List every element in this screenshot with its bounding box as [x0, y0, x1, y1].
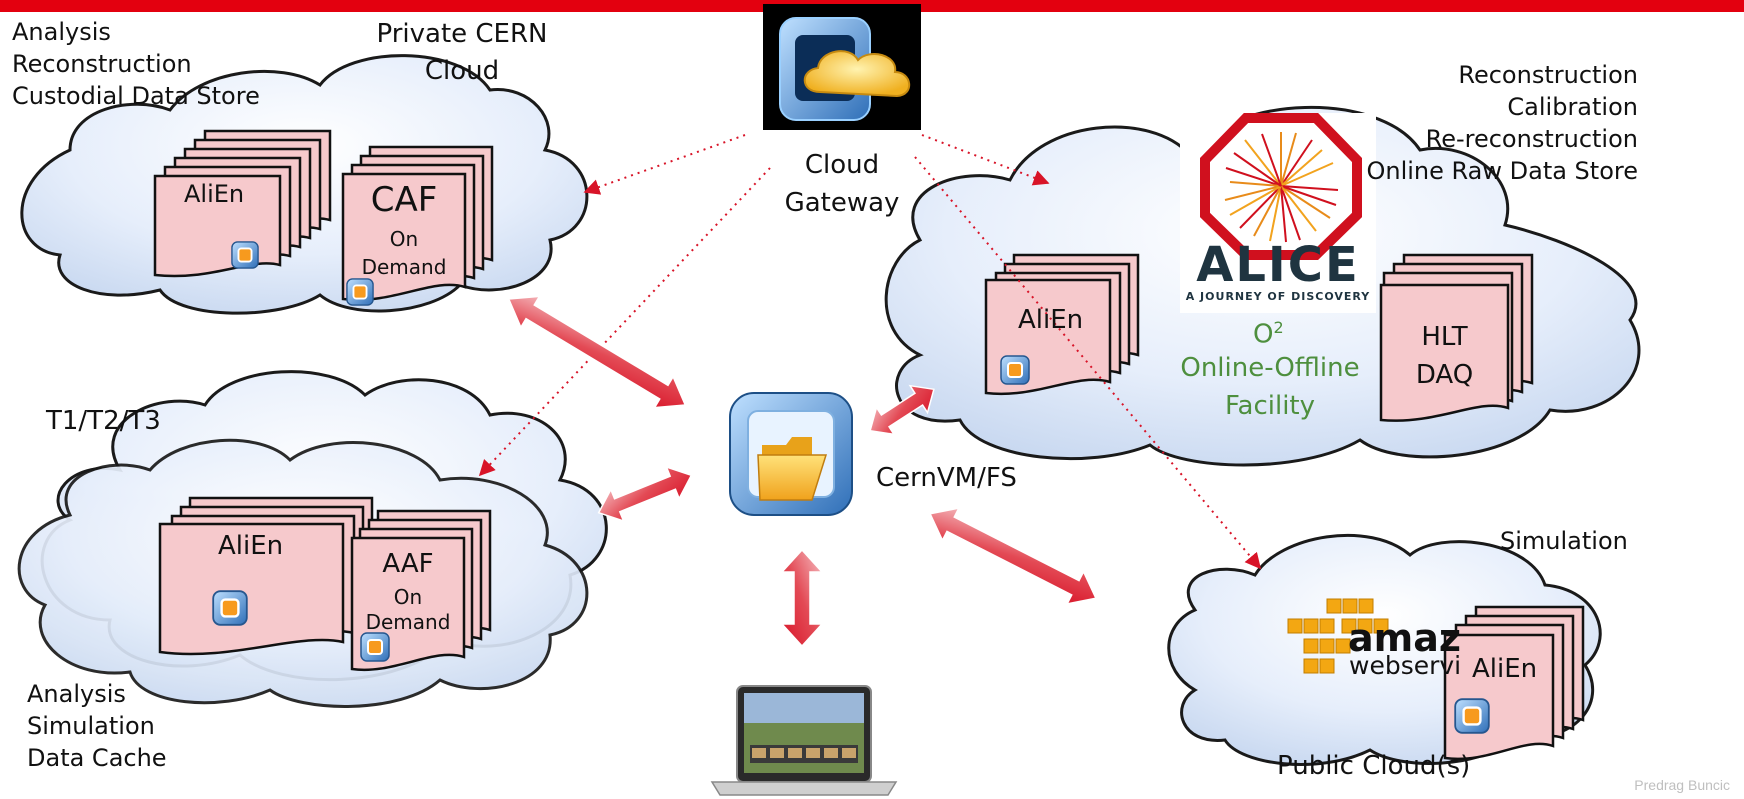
private-role-analysis: Analysis [12, 18, 111, 46]
public-cloud [1167, 533, 1602, 766]
gateway-dotted-links [478, 134, 1262, 570]
vm-icon [346, 278, 374, 306]
public-alien-label: AliEn [1472, 654, 1538, 684]
tier-alien-label: AliEn [218, 531, 284, 561]
vm-icon [1453, 698, 1491, 734]
public-alien-stack [1443, 605, 1585, 761]
online-role-reconstruction: Reconstruction [1458, 61, 1638, 89]
aaf-on-label: On [393, 585, 423, 609]
facility-line1: Online-Offline [1180, 353, 1360, 383]
gateway-to-tier-link [478, 167, 771, 477]
private-alien-stack [153, 129, 332, 278]
online-cloud [884, 106, 1641, 467]
gateway-label-line2: Gateway [784, 188, 900, 218]
footer-author: Predrag Buncic [1634, 777, 1730, 793]
caf-on-label: On [389, 227, 419, 251]
vm-icon [1000, 355, 1030, 385]
tier-clouds [17, 370, 608, 708]
gateway-to-private-link [583, 134, 746, 195]
hlt-label: HLT [1421, 322, 1468, 352]
online-role-calibration: Calibration [1507, 93, 1638, 121]
double-arrow-private [507, 295, 687, 409]
cernvm-label: CernVM/FS [876, 463, 1017, 493]
hlt-daq-card [1379, 283, 1510, 422]
double-arrow-laptop [780, 548, 824, 648]
tier-role-datacache: Data Cache [27, 744, 167, 772]
o2-text: O [1253, 319, 1274, 350]
private-cloud-title-line2: Cloud [424, 56, 500, 86]
online-role-raw-store: Online Raw Data Store [1366, 157, 1638, 185]
hlt-daq-stack [1379, 253, 1534, 422]
amazon-logo-text: amaz [1348, 616, 1461, 660]
o2-label: O2 [1253, 312, 1284, 351]
caf-demand-label: Demand [361, 255, 447, 279]
gateway-label-line1: Cloud [804, 150, 880, 180]
aaf-label: AAF [382, 549, 434, 579]
tier-title: T1/T2/T3 [46, 406, 161, 436]
vm-icon [211, 590, 249, 626]
private-alien-label: AliEn [184, 180, 245, 208]
tier-alien-stack [158, 496, 374, 656]
o2-superscript: 2 [1273, 318, 1284, 337]
double-arrow-tier [597, 465, 693, 523]
alice-tagline: A JOURNEY OF DISCOVERY [1185, 290, 1371, 303]
amazon-logo [1287, 598, 1389, 674]
vm-icon [231, 241, 259, 269]
online-alien-label: AliEn [1018, 305, 1084, 335]
private-cloud [20, 54, 589, 315]
amazon-logo-subtext: webservi [1349, 651, 1462, 680]
public-role-simulation: Simulation [1500, 527, 1628, 555]
private-cloud-title-line1: Private CERN [376, 19, 548, 49]
alice-logo-text: ALICE [1196, 237, 1360, 293]
daq-label: DAQ [1415, 360, 1474, 390]
aaf-demand-label: Demand [365, 610, 451, 634]
double-arrow-public [929, 507, 1097, 605]
caf-label: CAF [370, 180, 438, 220]
tier-alien-card [158, 522, 345, 656]
caf-stack [341, 145, 494, 306]
online-alien-stack [984, 253, 1140, 396]
double-arrow-online [869, 384, 935, 436]
tier-role-analysis: Analysis [27, 680, 126, 708]
public-cloud-title: Public Cloud(s) [1277, 751, 1471, 781]
private-role-reconstruction: Reconstruction [12, 50, 192, 78]
facility-line2: Facility [1224, 391, 1316, 421]
aaf-stack [350, 509, 492, 672]
laptop-icon [710, 685, 898, 796]
online-role-rereconstruction: Re-reconstruction [1425, 125, 1638, 153]
alice-logo [1180, 113, 1376, 313]
cernvm-folder-icon [729, 392, 853, 516]
cloud-gateway-icon [763, 4, 921, 130]
tier-role-simulation: Simulation [27, 712, 155, 740]
private-role-custodial: Custodial Data Store [12, 82, 260, 110]
vm-icon [360, 632, 390, 662]
gateway-to-online-link [921, 134, 1050, 186]
